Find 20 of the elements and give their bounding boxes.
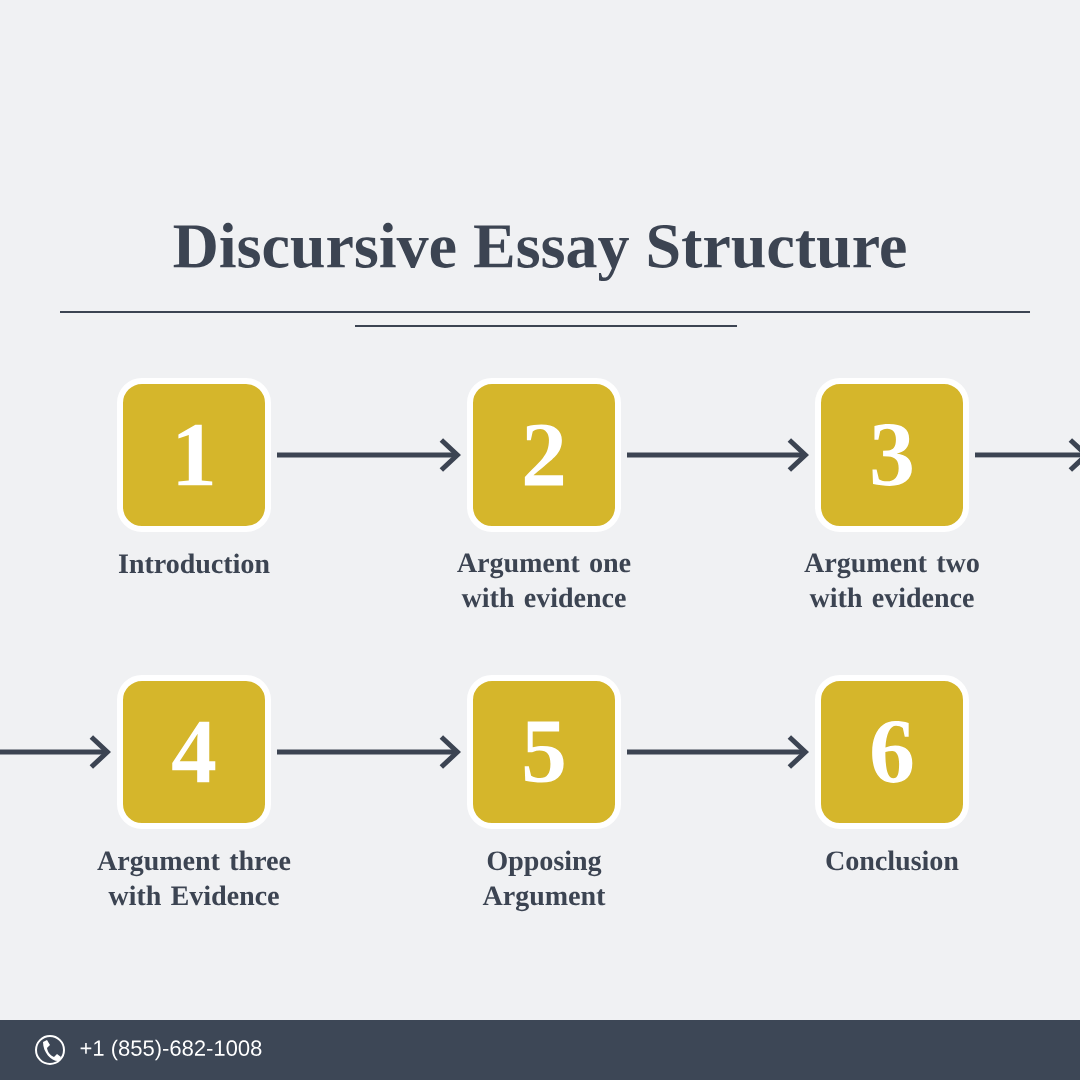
arrow	[277, 735, 461, 769]
title: Discursive Essay Structure	[173, 222, 906, 282]
step-box: 2	[467, 378, 621, 532]
step-box: 5	[467, 675, 621, 829]
step-box: 4	[117, 675, 271, 829]
phone-number: +1 (855)-682-1008	[80, 1039, 262, 1061]
arrow	[627, 735, 809, 769]
arrow	[0, 735, 111, 769]
step-label: Argument two with evidence	[804, 553, 979, 608]
arrow	[975, 438, 1080, 472]
step-label: Argument three with Evidence	[97, 850, 291, 906]
step-label: Conclusion	[826, 850, 959, 871]
step-box: 6	[815, 675, 969, 829]
step-box: 1	[117, 378, 271, 532]
arrow	[277, 438, 461, 472]
step-box: 3	[815, 378, 969, 532]
step-label: Argument one with evidence	[457, 553, 631, 608]
step-label: Opposing Argument	[482, 850, 606, 912]
step-label: Introduction	[118, 553, 270, 574]
arrow	[627, 438, 809, 472]
